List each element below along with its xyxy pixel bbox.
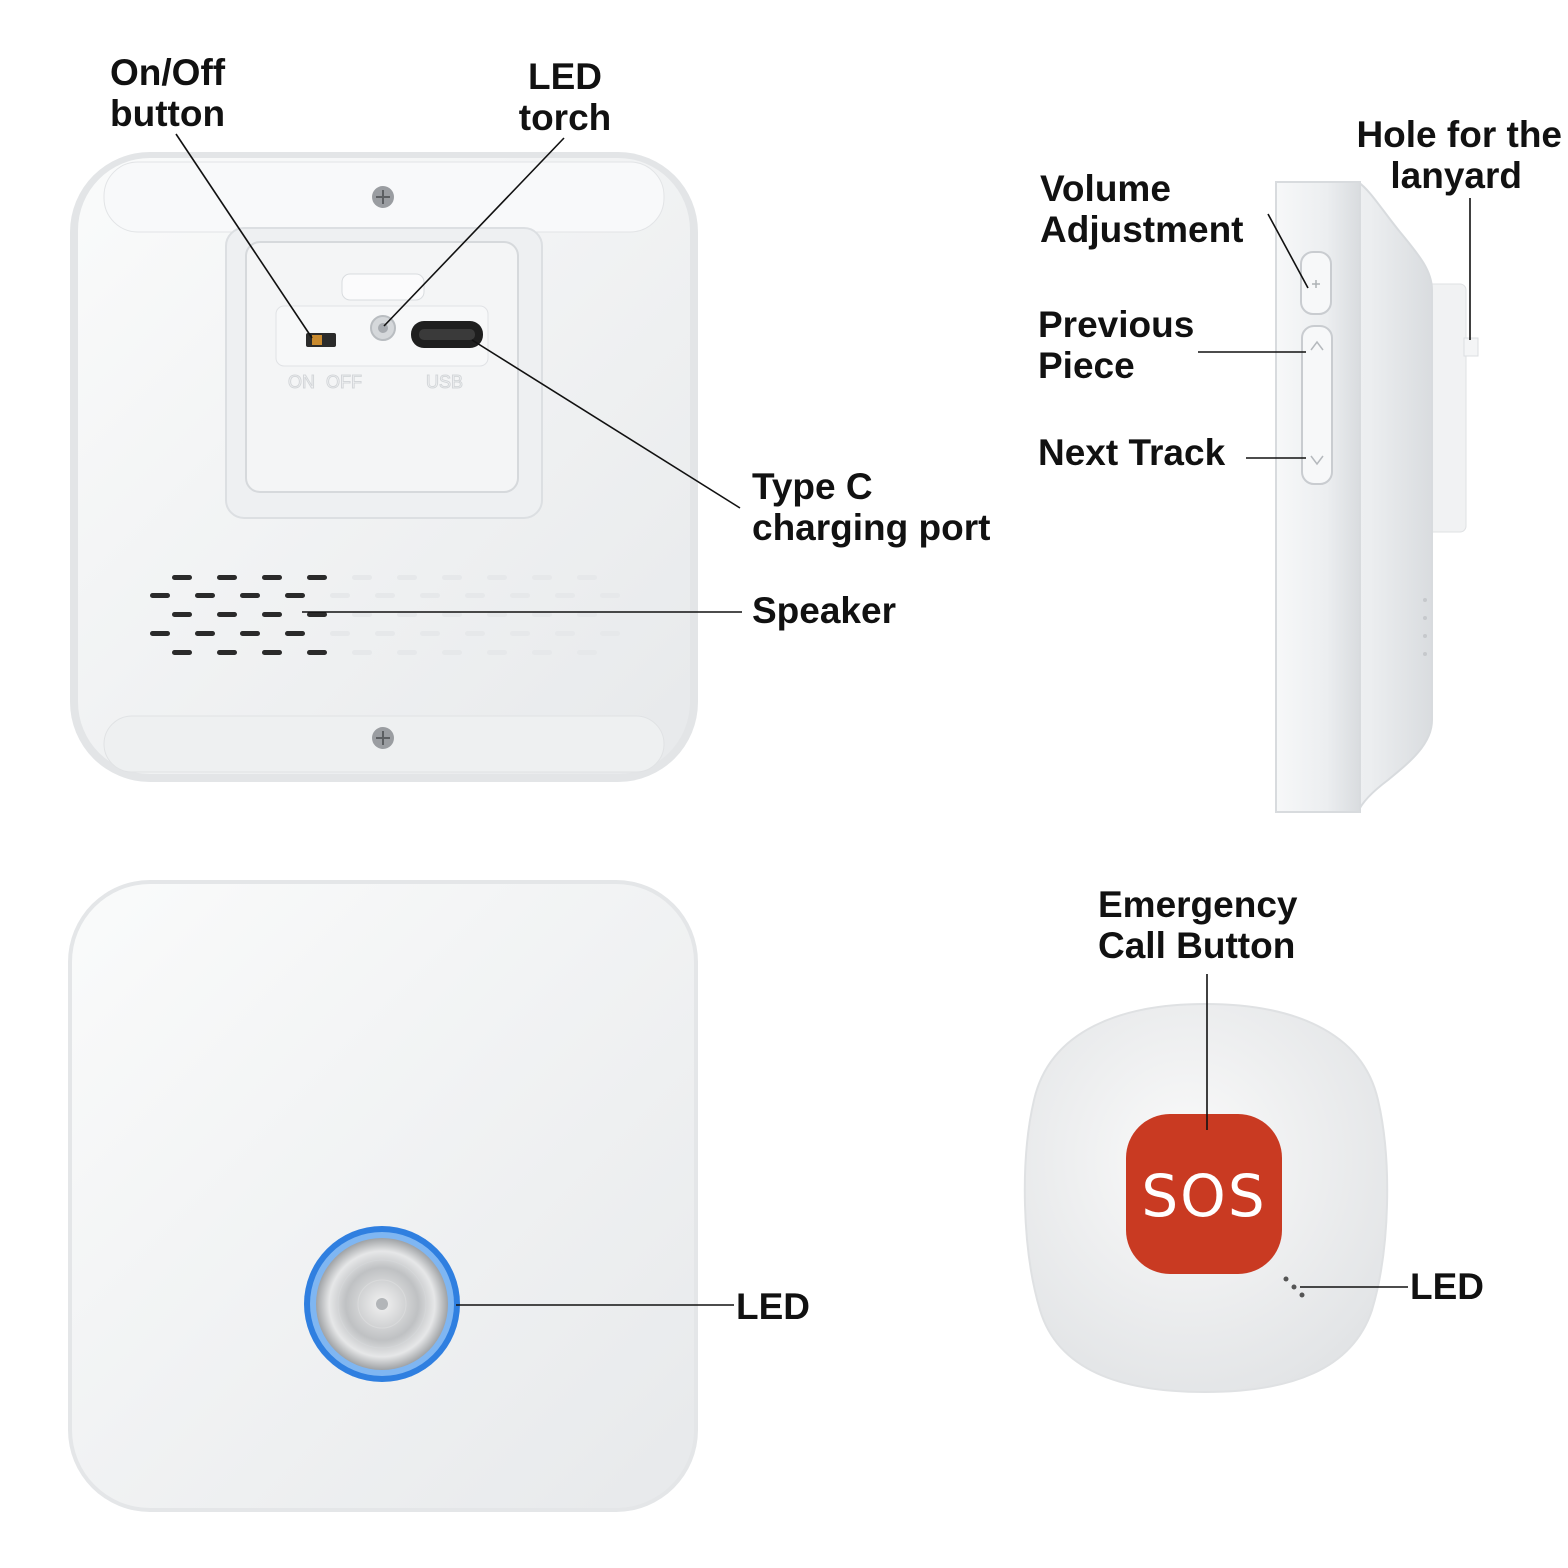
side-speaker-holes — [1423, 598, 1427, 656]
volume-button[interactable] — [1300, 251, 1332, 315]
grille-slot — [577, 612, 597, 617]
grille-slot — [420, 593, 440, 598]
label-emergency: Emergency Call Button — [1098, 884, 1298, 966]
grille-slot — [465, 631, 485, 636]
receiver-back: ON OFF USB — [70, 152, 698, 782]
grille-slot — [442, 650, 462, 655]
grille-slot — [285, 631, 305, 636]
sos-button[interactable]: SOS — [1126, 1114, 1282, 1274]
leader-led-torch — [383, 137, 565, 327]
grille-slot — [465, 593, 485, 598]
screw-bottom-icon — [372, 727, 394, 749]
track-rocker-button[interactable] — [1301, 325, 1333, 485]
grille-slot — [577, 575, 597, 580]
grille-slot — [555, 631, 575, 636]
grille-slot — [555, 593, 575, 598]
grille-slot — [240, 631, 260, 636]
switch-on-marking: ON — [288, 372, 315, 392]
usb-marking: USB — [426, 372, 463, 392]
grille-slot — [285, 593, 305, 598]
speaker-grille — [150, 575, 620, 655]
grille-slot — [330, 631, 350, 636]
grille-slot — [532, 650, 552, 655]
previous-arrow-icon — [1310, 340, 1324, 351]
grille-slot — [352, 575, 372, 580]
grille-slot — [262, 612, 282, 617]
receiver-side — [1275, 181, 1479, 813]
grille-slot — [420, 631, 440, 636]
grille-slot — [172, 612, 192, 617]
grille-slot — [262, 650, 282, 655]
grille-slot — [150, 631, 170, 636]
grille-slot — [240, 593, 260, 598]
grille-slot — [510, 593, 530, 598]
grille-slot — [352, 650, 372, 655]
grille-slot — [307, 650, 327, 655]
label-speaker: Speaker — [752, 590, 896, 631]
next-arrow-icon — [1310, 455, 1324, 466]
grille-slot — [600, 631, 620, 636]
label-led-torch: LED torch — [518, 56, 612, 138]
pendant-led-dots — [1283, 1276, 1305, 1298]
grille-slot — [442, 612, 462, 617]
led-call-button[interactable] — [304, 1226, 460, 1382]
grille-slot — [262, 575, 282, 580]
grille-slot — [195, 631, 215, 636]
leader-lines — [175, 133, 1471, 1306]
grille-slot — [510, 631, 530, 636]
grille-slot — [217, 650, 237, 655]
grille-slot — [150, 593, 170, 598]
grille-slot — [172, 575, 192, 580]
grille-slot — [217, 575, 237, 580]
grille-slot — [487, 650, 507, 655]
grille-slot — [307, 612, 327, 617]
label-type-c: Type C charging port — [752, 466, 991, 548]
grille-slot — [577, 650, 597, 655]
grille-slot — [487, 612, 507, 617]
switch-off-marking: OFF — [326, 372, 362, 392]
sos-pendant: SOS — [1023, 1002, 1389, 1394]
grille-slot — [172, 650, 192, 655]
label-next-track: Next Track — [1038, 432, 1226, 473]
leader-type-c — [471, 339, 741, 509]
grille-slot — [307, 575, 327, 580]
label-volume: Volume Adjustment — [1040, 168, 1244, 250]
grille-slot — [532, 575, 552, 580]
grille-slot — [487, 575, 507, 580]
label-on-off: On/Off button — [110, 52, 226, 134]
grille-slot — [397, 575, 417, 580]
label-lanyard: Hole for the lanyard — [1356, 114, 1562, 196]
grille-slot — [532, 612, 552, 617]
label-led-receiver: LED — [736, 1286, 810, 1327]
leader-on-off — [175, 133, 313, 339]
label-previous: Previous Piece — [1038, 304, 1195, 386]
label-led-pendant: LED — [1410, 1266, 1484, 1307]
led-torch-lens — [370, 315, 396, 341]
cover-latch — [341, 273, 425, 301]
grille-slot — [442, 575, 462, 580]
grille-slot — [397, 650, 417, 655]
grille-slot — [330, 593, 350, 598]
receiver-front — [68, 880, 698, 1512]
grille-slot — [375, 631, 395, 636]
screw-top-icon — [372, 186, 394, 208]
grille-slot — [397, 612, 417, 617]
grille-slot — [217, 612, 237, 617]
sos-button-text: SOS — [1141, 1162, 1266, 1230]
usb-c-port-icon — [411, 321, 483, 348]
leader-volume — [1267, 213, 1309, 289]
grille-slot — [195, 593, 215, 598]
grille-slot — [352, 612, 372, 617]
grille-slot — [600, 593, 620, 598]
grille-slot — [375, 593, 395, 598]
